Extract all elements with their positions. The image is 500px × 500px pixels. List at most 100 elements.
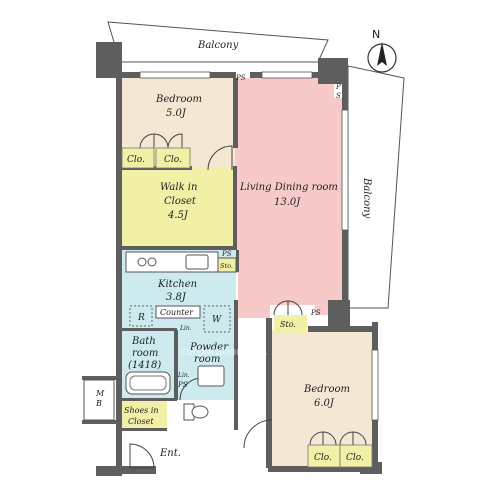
wall-mb-box-bottom	[82, 420, 116, 424]
entrance-area	[148, 430, 268, 470]
window-bedroom-1-top	[139, 71, 211, 79]
door-bedroom-2-closet-c	[339, 431, 354, 446]
kitchen-sink-icon	[185, 254, 209, 270]
ps-living-label: PS	[310, 309, 321, 317]
mb-label-1: M	[95, 389, 105, 398]
ps-top-label: PS	[235, 74, 246, 82]
living-dining-area	[235, 78, 344, 318]
window-living-top	[261, 71, 313, 79]
washer-box	[203, 305, 231, 333]
wall-column-top-right	[318, 58, 348, 84]
compass-north-label: N	[372, 28, 380, 41]
bedroom-1-closet-label-1: Clo.	[127, 155, 145, 165]
storage-kitchen-label: Sto.	[220, 262, 233, 270]
window-living-right	[341, 109, 349, 231]
powder-room-line-2: room	[194, 354, 220, 365]
mb-box	[83, 379, 115, 421]
storage-living-label: Sto.	[280, 320, 296, 329]
bedroom-1-name: Bedroom	[155, 94, 202, 105]
balcony-top-label: Balcony	[197, 40, 239, 51]
powder-sink-icon	[197, 365, 225, 387]
living-dining-name: Living Dining room	[239, 182, 338, 193]
ps-bath-label: PS	[177, 381, 188, 389]
door-bedroom-1-closet-c	[167, 133, 183, 149]
fixtures	[83, 71, 379, 468]
wall-left	[116, 62, 122, 470]
wall-column-right-mid	[328, 300, 350, 326]
wall-bedroom-2-bottom	[268, 466, 378, 472]
door-living-storage-b	[287, 300, 303, 316]
wall-column-bottom-left	[96, 466, 122, 476]
wall-mb-box	[82, 376, 116, 380]
entrance-label: Ent.	[159, 448, 181, 459]
door-bedroom-2-closet-b	[322, 431, 337, 446]
bedroom-1-closet-box-1	[121, 147, 155, 169]
stove-burner-icon-2	[147, 257, 157, 267]
toilet-bowl-icon	[191, 405, 209, 419]
watermark: corporation Ltd.	[180, 345, 268, 358]
ps-right-label-1: P	[335, 83, 341, 91]
powder-room-area	[177, 320, 235, 400]
walk-in-closet-size: 4.5J	[167, 210, 189, 221]
wall-powder-right	[234, 300, 238, 430]
ps-kitchen-label: PS	[221, 250, 232, 258]
bathtub-icon	[125, 371, 171, 395]
linen-label-1: Lin.	[179, 325, 192, 332]
storage-living-fill	[274, 315, 307, 333]
walk-in-closet-line-2: Closet	[164, 196, 197, 207]
bathroom-line-1: Bath	[131, 336, 156, 347]
window-bedroom-2-right	[371, 349, 379, 421]
bedroom-2-name: Bedroom	[303, 384, 350, 395]
bedroom-1-closet-box-2	[155, 147, 191, 169]
linen-label-2: Lin.	[177, 372, 190, 379]
bedroom-1-closet-label-2: Clo.	[164, 155, 182, 165]
door-bedroom-2-closet-a	[309, 431, 324, 446]
door-bedroom-1-closet-a	[139, 133, 155, 149]
balcony-right-area	[347, 65, 405, 309]
shoes-closet-line-2: Closet	[128, 417, 154, 426]
wall-shoes-bottom	[122, 428, 167, 431]
wall-bath-right	[174, 330, 178, 400]
shoes-closet-line-1: Shoes in	[124, 406, 159, 415]
washer-label: W	[212, 315, 222, 325]
bathroom-size: (1418)	[128, 360, 161, 371]
wall-partition-bedroom-1	[233, 78, 238, 148]
door-living-storage-a	[273, 300, 289, 316]
wall-bedroom-2-top	[308, 326, 376, 332]
bedroom-2-closet-label-1: Clo.	[314, 453, 332, 463]
living-dining-size: 13.0J	[274, 197, 301, 208]
labels: Balcony Balcony Bedroom 5.0J Clo. Clo. W…	[95, 40, 372, 463]
bedroom-1-size: 5.0J	[166, 108, 187, 119]
wall-entrance-bottom	[96, 466, 156, 474]
powder-room-line-1: Powder	[189, 342, 229, 353]
bedroom-2-closet-box-2	[339, 444, 373, 468]
wall-kitchen-right	[236, 250, 239, 272]
door-bedroom-2-closet-d	[352, 431, 367, 446]
door-entrance	[129, 443, 155, 469]
wall-bedroom-2-left	[266, 318, 272, 468]
refrigerator-label: R	[137, 313, 145, 323]
bedroom-2-closet-label-2: Clo.	[346, 453, 364, 463]
north-arrow-icon	[377, 42, 387, 66]
bedroom-2-size: 6.0J	[314, 398, 335, 409]
shoes-closet-area	[122, 400, 167, 430]
wall-walk-in-bottom	[122, 246, 236, 250]
walk-in-closet-line-1: Walk in	[160, 182, 197, 193]
counter-label: Counter	[160, 308, 194, 317]
door-bedroom-2	[243, 419, 273, 449]
kitchen-size: 3.8J	[166, 292, 187, 303]
balcony-right-label: Balcony	[361, 177, 372, 219]
wall-walk-in-right	[233, 166, 237, 250]
stove-burner-icon	[137, 257, 147, 267]
ps-right-label-2: S	[336, 92, 341, 100]
kitchen-name: Kitchen	[157, 279, 197, 290]
wall-bath-bottom	[122, 398, 177, 401]
mb-label-2: B	[95, 399, 102, 408]
bathroom-line-2: room	[132, 348, 158, 359]
walk-in-closet-area	[122, 168, 235, 248]
bathtub-inner-icon	[129, 375, 167, 391]
doors	[129, 133, 367, 469]
compass: N	[367, 28, 397, 73]
refrigerator-box	[129, 305, 153, 327]
